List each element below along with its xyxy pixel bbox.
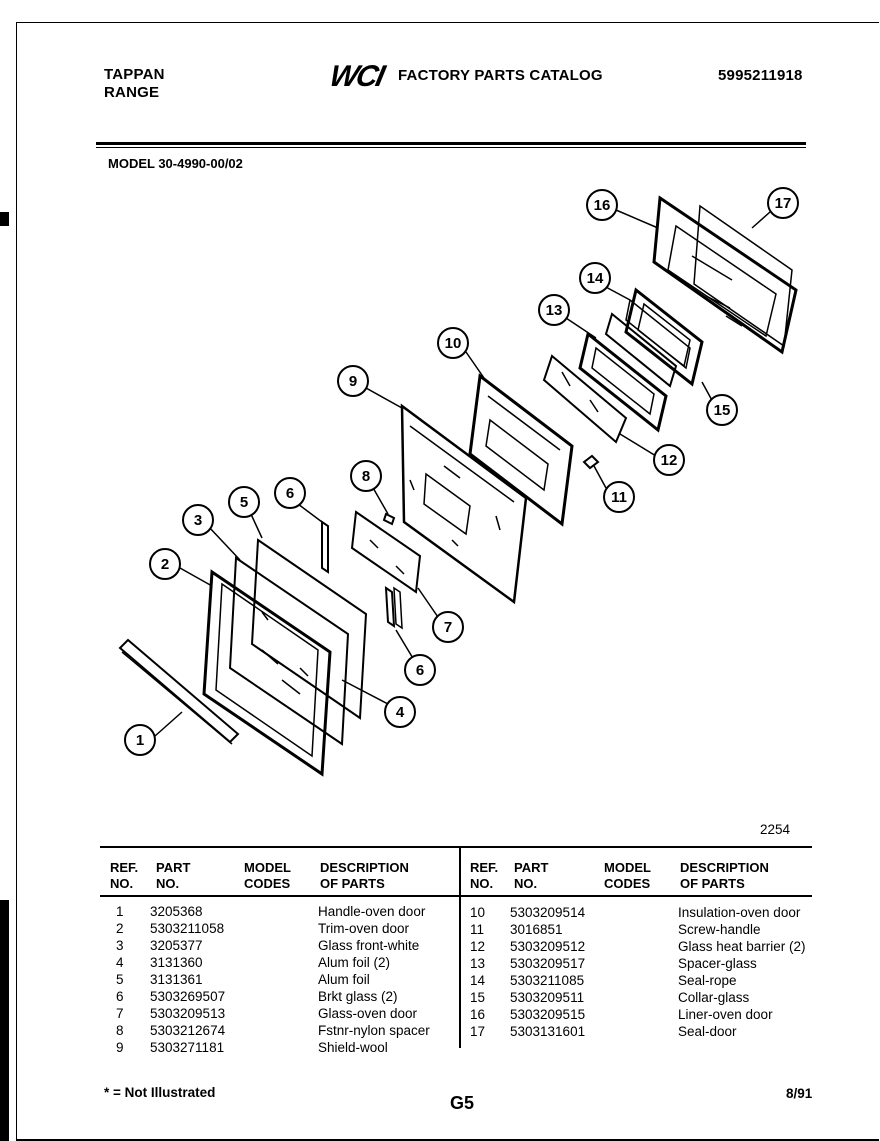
table-top-rule [100, 846, 812, 848]
part-collar-glass [624, 287, 704, 387]
svg-text:14: 14 [587, 270, 604, 287]
header-rule [96, 142, 806, 145]
callout-3: 3 [182, 504, 214, 536]
wci-logo: WCI [326, 60, 386, 93]
svg-text:8: 8 [362, 468, 370, 485]
figure-number: 2254 [760, 822, 791, 837]
callout-6b: 6 [404, 654, 436, 686]
svg-text:17: 17 [775, 195, 792, 212]
part-insulation [468, 373, 574, 527]
part-seal-rope [625, 298, 691, 370]
svg-text:10: 10 [445, 335, 462, 352]
part-seal-door [693, 204, 793, 348]
page-border [16, 22, 879, 1141]
exploded-parts-diagram: 1 2 3 4 5 6 6 7 8 9 10 11 12 13 14 15 16… [118, 187, 799, 777]
part-screw [582, 454, 600, 470]
part-spacer-glass [578, 331, 668, 433]
header-rule-thin [96, 147, 806, 148]
callout-1: 1 [124, 724, 156, 756]
part-bracket [384, 586, 396, 628]
svg-text:1: 1 [136, 732, 144, 749]
part-front-glass [228, 556, 350, 746]
svg-text:15: 15 [714, 402, 731, 419]
part-heat-barrier-glass [542, 312, 678, 444]
brand-line2: RANGE [104, 84, 160, 101]
part-handle [118, 638, 240, 745]
callout-2: 2 [149, 548, 181, 580]
part-trim-frame [202, 569, 332, 777]
page-number: G5 [450, 1093, 475, 1113]
table-header-rule [100, 895, 812, 897]
scan-edge-mark [0, 212, 9, 226]
callout-5: 5 [228, 486, 260, 518]
svg-text:6: 6 [416, 662, 424, 679]
callout-14: 14 [579, 262, 611, 294]
callout-13: 13 [538, 294, 570, 326]
revision-date: 8/91 [786, 1086, 813, 1101]
svg-text:5: 5 [240, 494, 248, 511]
part-alum-foil [250, 538, 368, 720]
svg-text:12: 12 [661, 452, 678, 469]
callout-15: 15 [706, 394, 738, 426]
svg-text:6: 6 [286, 485, 294, 502]
callout-8: 8 [350, 460, 382, 492]
brand-line1: TAPPAN [104, 66, 165, 83]
svg-text:16: 16 [594, 197, 611, 214]
callout-7: 7 [432, 611, 464, 643]
part-oven-door-glass [350, 510, 422, 594]
callout-11: 11 [603, 481, 635, 513]
svg-text:11: 11 [611, 489, 627, 506]
part-bracket [321, 520, 329, 574]
svg-text:3: 3 [194, 512, 202, 529]
callout-10: 10 [437, 327, 469, 359]
callout-16: 16 [586, 189, 618, 221]
callout-4: 4 [384, 696, 416, 728]
table-divider [459, 848, 461, 1048]
not-illustrated-note: * = Not Illustrated [104, 1085, 216, 1100]
svg-text:9: 9 [349, 373, 357, 390]
callout-6: 6 [274, 477, 306, 509]
part-shield [400, 403, 528, 605]
part-liner [652, 195, 798, 355]
callout-17: 17 [767, 187, 799, 219]
col-header-ref: REF.NO. [470, 860, 499, 891]
catalog-number: 5995211918 [718, 67, 803, 84]
callout-12: 12 [653, 444, 685, 476]
callout-9: 9 [337, 365, 369, 397]
catalog-title: FACTORY PARTS CATALOG [398, 67, 603, 84]
svg-text:13: 13 [546, 302, 563, 319]
scan-edge-mark [0, 900, 9, 1141]
col-header-ref: REF.NO. [110, 860, 139, 891]
part-nylon-spacer [382, 512, 396, 526]
svg-text:7: 7 [444, 619, 452, 636]
model-number: MODEL 30-4990-00/02 [108, 156, 243, 171]
svg-text:4: 4 [396, 704, 405, 721]
svg-text:2: 2 [161, 556, 169, 573]
